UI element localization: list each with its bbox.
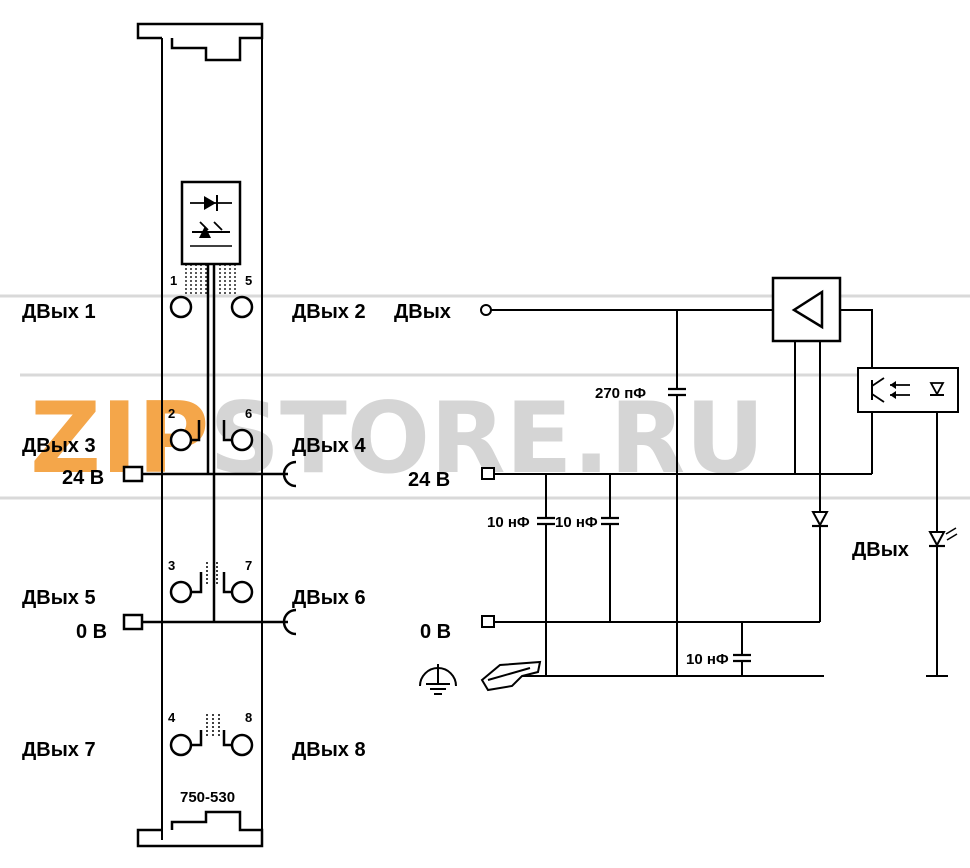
amplifier [771, 276, 842, 343]
module-model: 750-530 [180, 789, 235, 806]
terminal-5 [230, 295, 254, 319]
label-dout-6: ДВых 6 [292, 587, 366, 609]
capacitor-10nf-a [537, 516, 555, 526]
output-terminal [480, 304, 492, 316]
terminal-3 [169, 580, 193, 604]
terminal-contacts [206, 408, 220, 738]
terminal-8 [230, 733, 254, 757]
capacitor-10nf-ground [733, 653, 751, 663]
terminal-2 [169, 428, 193, 452]
terminal-4 [169, 733, 193, 757]
module-housing [136, 22, 264, 848]
label-cap-10nf-ground: 10 нФ [686, 651, 729, 668]
module-optocoupler [180, 180, 242, 296]
capacitor-10nf-b [601, 516, 619, 526]
label-module-24v: 24 В [62, 467, 104, 489]
terminal-number-4: 4 [168, 710, 176, 725]
capacitor-270pf [668, 387, 686, 397]
terminal-number-3: 3 [168, 558, 175, 573]
terminal-number-6: 6 [245, 406, 252, 421]
terminal-number-8: 8 [245, 710, 252, 725]
label-dout-3: ДВых 3 [22, 435, 96, 457]
label-dout-7: ДВых 7 [22, 739, 96, 761]
module-bus [122, 264, 297, 636]
supply-0v-terminal [481, 615, 495, 628]
supply-24v-terminal [481, 467, 495, 480]
diode [811, 511, 829, 528]
label-cap-10nf-b: 10 нФ [555, 514, 598, 531]
circuit-terminals [480, 304, 495, 628]
label-module-0v: 0 В [76, 621, 107, 643]
label-output-out: ДВых [852, 539, 909, 561]
din-rail-icon [480, 660, 542, 692]
terminal-number-1: 1 [170, 273, 177, 288]
terminal-numbers: 1 5 2 6 3 7 4 8 [168, 273, 252, 725]
terminal-number-2: 2 [168, 406, 175, 421]
label-circuit-24v: 24 В [408, 469, 450, 491]
channel-labels: ДВых 1 ДВых 2 ДВых 3 ДВых 4 ДВых 5 ДВых … [22, 301, 366, 806]
label-dout-1: ДВых 1 [22, 301, 96, 323]
label-dout-2: ДВых 2 [292, 301, 366, 323]
terminal-7 [230, 580, 254, 604]
status-led [928, 527, 958, 548]
terminal-1 [169, 295, 193, 319]
terminal-number-7: 7 [245, 558, 252, 573]
terminal-6 [230, 428, 254, 452]
capacitors [537, 387, 751, 663]
terminal-number-5: 5 [245, 273, 252, 288]
label-circuit-0v: 0 В [420, 621, 451, 643]
label-dout-5: ДВых 5 [22, 587, 96, 609]
label-output-in: ДВых [394, 301, 451, 323]
label-cap-10nf-a: 10 нФ [487, 514, 530, 531]
circuit-wires [491, 309, 948, 677]
circuit-optocoupler [857, 367, 959, 413]
label-dout-4: ДВых 4 [292, 435, 366, 457]
ground-icon [419, 664, 457, 695]
label-dout-8: ДВых 8 [292, 739, 366, 761]
circuit-labels: ДВых ДВых 24 В 0 В 270 пФ 10 нФ 10 нФ 10… [394, 301, 909, 668]
label-cap-270pf: 270 пФ [595, 385, 646, 402]
module-terminals [169, 295, 254, 757]
